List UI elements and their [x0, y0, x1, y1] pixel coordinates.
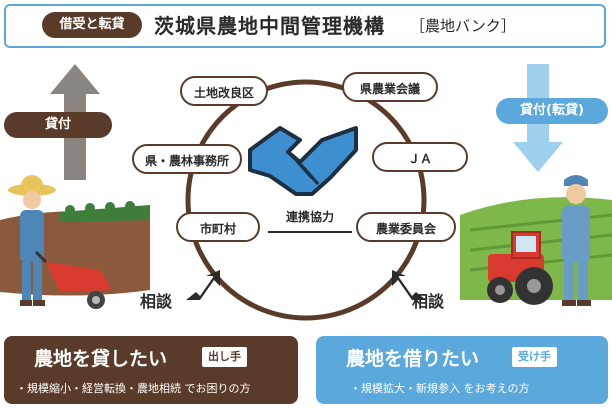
consult-label-left: 相談	[140, 292, 173, 311]
lend-label: 貸付	[4, 112, 112, 138]
consult-arrow-left-icon	[186, 270, 220, 300]
node-agriculture-committee: 農業委員会	[356, 212, 456, 242]
borrower-tag: 受け手	[512, 347, 557, 367]
borrower-description: ・規模拡大・新規参入 をお考えの方	[350, 382, 530, 395]
cooperation-label: 連携協力	[285, 210, 334, 224]
node-prefecture-office: 県・農林事務所	[132, 144, 242, 174]
page-title: 茨城県農地中間管理機構	[154, 14, 385, 38]
wheelbarrow-illustration	[34, 250, 112, 309]
farmer-left-illustration	[8, 175, 56, 306]
lender-box: 農地を貸したい 出し手 ・規模縮小・経営転換・農地相続 でお困りの方	[4, 336, 298, 404]
cooperation-circle	[185, 79, 427, 321]
lender-title: 農地を貸したい	[34, 348, 168, 370]
borrower-box: 農地を借りたい 受け手 ・規模拡大・新規参入 をお考えの方	[316, 336, 608, 404]
consult-label-right: 相談	[412, 292, 445, 311]
lender-tag: 出し手	[202, 347, 247, 367]
borrower-title: 農地を借りたい	[346, 348, 480, 370]
page-subtitle: ［農地バンク］	[410, 17, 516, 35]
node-agriculture-council: 県農業会議	[342, 72, 438, 102]
tractor-illustration	[487, 231, 553, 305]
consult-arrow-right-icon	[392, 270, 426, 300]
farmer-right-illustration	[562, 175, 591, 306]
handshake-icon	[248, 126, 358, 196]
sublease-label: 貸付(転貸)	[496, 98, 608, 124]
node-municipality: 市町村	[176, 212, 260, 242]
header-badge: 借受と転貸	[42, 12, 142, 38]
node-land-improvement: 土地改良区	[180, 76, 268, 106]
lender-description: ・規模縮小・経営転換・農地相続 でお困りの方	[16, 382, 251, 395]
node-ja: ＪＡ	[372, 142, 468, 172]
